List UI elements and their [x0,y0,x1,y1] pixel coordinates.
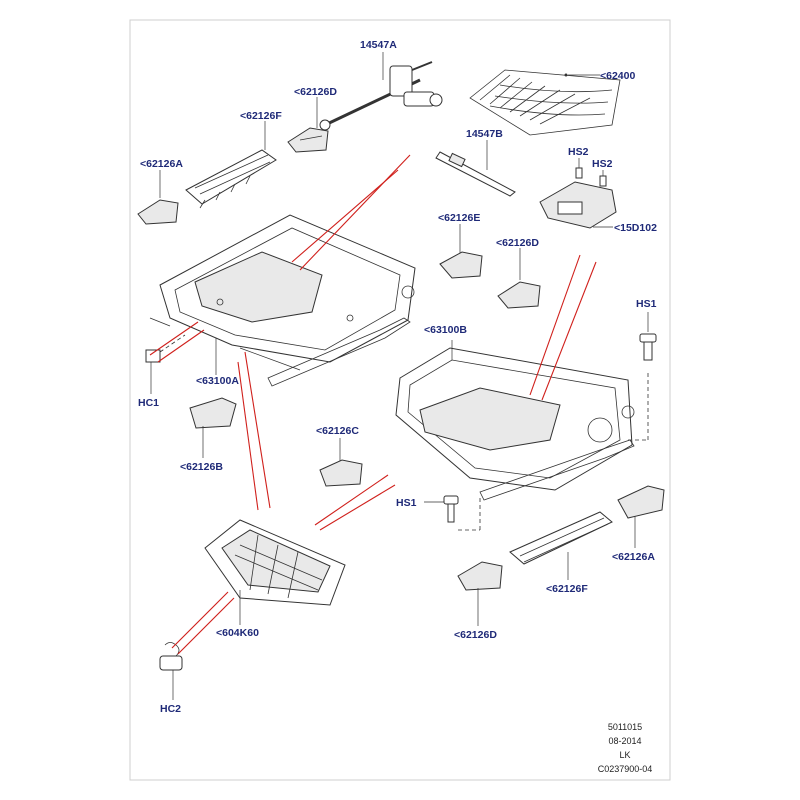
label-HS2-a: HS2 [568,146,589,158]
label-604K60: <604K60 [216,627,259,639]
part-14547B [435,140,516,197]
part-62126F-bottom [509,511,613,580]
reference-line-4: C0237900-04 [598,764,653,774]
part-62126E [439,224,483,279]
label-62126D-bottom: <62126D [454,629,497,641]
part-62126C [319,438,363,487]
label-HS1-right: HS1 [636,298,657,310]
label-HS2-b: HS2 [592,158,613,170]
label-15D102: <15D102 [614,222,657,234]
label-63100A: <63100A [196,375,239,387]
label-14547B: 14547B [466,128,503,140]
label-63100B: <63100B [424,324,467,336]
label-62126E: <62126E [438,212,480,224]
label-62126A-left: <62126A [140,158,183,170]
part-604K60 [204,519,346,625]
part-62126D-top [287,97,329,153]
reference-line-1: 5011015 [608,722,642,732]
label-62126C: <62126C [316,425,359,437]
part-labels: 14547A <62400 <62126D <62126F 14547B <62… [138,39,657,715]
label-62126F-top: <62126F [240,110,282,122]
label-HS1-mid: HS1 [396,497,417,509]
part-63100B [395,340,649,501]
reference-line-3: LK [619,750,630,760]
label-HC2: HC2 [160,703,181,715]
part-63100A [149,214,416,387]
part-HS2 [575,158,607,187]
part-14547A [319,52,443,131]
part-HS1-mid [424,495,481,531]
part-HS1-right [639,312,657,361]
label-62126B: <62126B [180,461,223,473]
part-HC2 [159,642,183,700]
label-14547A: 14547A [360,39,397,51]
explosion-lines [149,154,597,655]
label-62126F-bottom: <62126F [546,583,588,595]
part-62126A-right [617,485,665,548]
label-HC1: HC1 [138,397,159,409]
label-62126D-mid: <62126D [496,237,539,249]
part-62126A-left [137,170,179,225]
part-15D102 [539,181,617,229]
label-62400: <62400 [600,70,635,82]
part-62126D-bottom [457,561,503,626]
reference-line-2: 08-2014 [608,736,641,746]
part-62126B [189,397,237,458]
reference-block: 5011015 08-2014 LK C0237900-04 [598,722,653,774]
part-62126F-top [185,121,277,209]
part-HC1 [145,334,186,394]
label-62126D-top: <62126D [294,86,337,98]
part-62400 [469,69,621,136]
part-62126D-mid [497,248,541,309]
label-62126A-right: <62126A [612,551,655,563]
